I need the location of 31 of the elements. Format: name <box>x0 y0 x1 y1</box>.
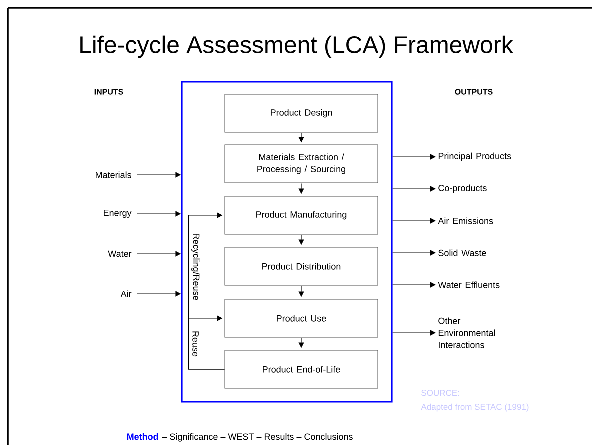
arrow <box>392 154 436 160</box>
edge-label: Reuse <box>192 332 199 357</box>
output-label: Water Effluents <box>438 282 500 288</box>
output-label: Principal Products <box>438 152 512 162</box>
edge-label: Recycling/Reuse <box>192 234 200 300</box>
input-label: Water <box>108 250 132 258</box>
arrow <box>392 218 436 224</box>
title: Life-cycle Assessment (LCA) Framework <box>80 36 514 58</box>
output-label: Air Emissions <box>438 218 494 224</box>
output-label: Solid Waste <box>438 250 486 256</box>
process-box: Materials Extraction / Processing / Sourcing <box>224 144 378 184</box>
process-box: Product Use <box>224 299 378 338</box>
process-box: Product Distribution <box>224 247 378 286</box>
column-heading: INPUTS <box>94 89 124 96</box>
input-label: Materials <box>96 172 132 178</box>
output-label: Other Environmental Interactions <box>438 318 496 348</box>
process-box: Product Manufacturing <box>224 196 378 235</box>
arrow <box>392 250 436 256</box>
column-heading: OUTPUTS <box>454 89 494 96</box>
process-box: Product Design <box>224 94 378 133</box>
output-label: Co-products <box>438 184 487 194</box>
arrow <box>392 330 436 336</box>
arrow <box>392 186 436 192</box>
arrow <box>188 316 226 370</box>
arrow <box>392 282 436 288</box>
input-label: Air <box>120 290 132 298</box>
input-label: Energy <box>104 210 132 218</box>
system-boundary-frame <box>181 81 393 403</box>
footer-link: Method <box>127 433 158 440</box>
process-box: Product End-of-Life <box>224 350 378 389</box>
footer-text: – Significance – WEST – Results – Conclusions <box>162 433 353 442</box>
